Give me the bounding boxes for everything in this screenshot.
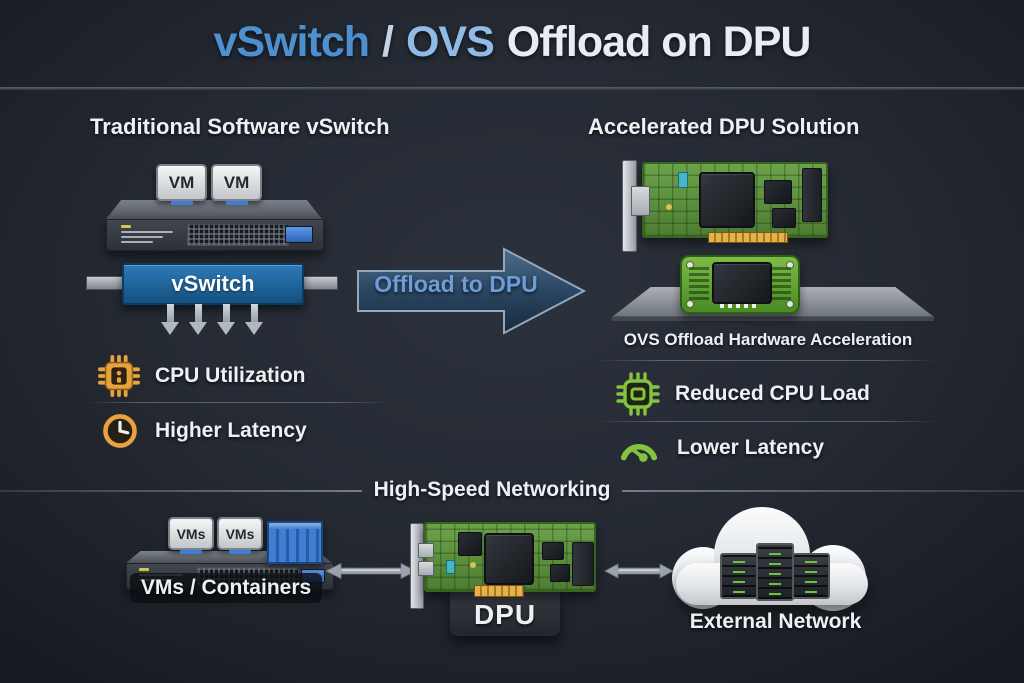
dpu-chip xyxy=(699,172,755,228)
down-arrow-icon xyxy=(161,304,179,336)
server-vent-grid xyxy=(187,224,289,246)
network-server-tower xyxy=(756,543,794,601)
module-slots xyxy=(771,266,791,300)
right-divider xyxy=(598,360,935,361)
component xyxy=(666,204,672,210)
title-part-ovs: OVS xyxy=(405,18,495,66)
tower-leds xyxy=(805,559,817,593)
bracket-port xyxy=(631,186,650,216)
vms-label: VMs xyxy=(176,525,206,542)
component xyxy=(678,172,688,188)
gold-edge-connector xyxy=(474,585,524,597)
dpu-card-top xyxy=(622,156,892,256)
feature-label: Higher Latency xyxy=(155,419,307,442)
cpu-chip-green-icon xyxy=(616,372,660,416)
bidirectional-arrow-right xyxy=(604,563,674,579)
chip xyxy=(764,180,792,204)
connector-block xyxy=(802,168,822,222)
network-server-tower xyxy=(792,553,830,599)
bracket-port xyxy=(418,543,434,558)
ovs-offload-caption: OVS Offload Hardware Acceleration xyxy=(623,330,913,349)
left-panel-heading: Traditional Software vSwitch xyxy=(90,114,390,139)
external-network-label: External Network xyxy=(689,610,862,633)
network-server-tower xyxy=(720,553,758,599)
module-slots xyxy=(689,266,709,300)
dpu-card-bottom xyxy=(406,515,596,609)
chip xyxy=(772,208,796,228)
offload-arrow-label: Offload to DPU xyxy=(374,271,538,297)
down-arrow-icon xyxy=(217,304,235,336)
hs-line-right xyxy=(622,490,1024,492)
cpu-chip-icon xyxy=(98,355,140,397)
server-panel-line xyxy=(121,231,173,233)
vm-stand xyxy=(180,550,202,554)
ovs-offload-module xyxy=(680,255,800,314)
bracket-port xyxy=(418,561,434,576)
hs-line-left xyxy=(0,490,362,492)
vm-stand xyxy=(229,550,251,554)
vm-stand xyxy=(170,201,193,205)
bidirectional-arrow-left xyxy=(325,562,417,580)
feature-label: CPU Utilization xyxy=(155,364,306,387)
vms-box-2: VMs xyxy=(217,517,263,554)
module-marks xyxy=(720,304,760,308)
hs-heading: High-Speed Networking xyxy=(373,478,611,501)
right-panel-heading: Accelerated DPU Solution xyxy=(588,114,860,139)
server-top-face xyxy=(106,200,322,219)
feature-label: Lower Latency xyxy=(677,436,825,459)
down-arrow-icon xyxy=(189,304,207,336)
module-chip xyxy=(712,262,772,304)
vm-stand xyxy=(225,201,248,205)
vms-box-1: VMs xyxy=(168,517,214,554)
feature-label: Reduced CPU Load xyxy=(675,382,870,405)
vms-label: VMs xyxy=(225,525,255,542)
chip xyxy=(458,532,482,556)
feature-higher-latency: Higher Latency xyxy=(100,410,307,452)
gold-edge-connector xyxy=(708,232,788,243)
title-separator: / xyxy=(382,18,394,66)
platform-edge xyxy=(612,316,934,321)
server-panel-line xyxy=(121,241,153,243)
gauge-icon xyxy=(620,443,658,462)
server-display-badge xyxy=(285,226,313,243)
vswitch-label: vSwitch xyxy=(171,271,255,296)
down-arrow-icon xyxy=(245,304,263,336)
server-panel-line xyxy=(121,236,163,238)
feature-cpu-utilization: CPU Utilization xyxy=(98,355,306,397)
title-divider xyxy=(0,87,1024,90)
pcb-board xyxy=(642,162,828,238)
component xyxy=(446,560,455,574)
server-led xyxy=(139,568,149,571)
clock-icon xyxy=(103,414,137,448)
title-part-offload: Offload on DPU xyxy=(506,18,812,66)
chip xyxy=(542,542,564,560)
external-network-cloud xyxy=(672,505,872,611)
vm-label: VM xyxy=(168,172,195,192)
dpu-label: DPU xyxy=(473,599,537,630)
container-icon xyxy=(267,521,323,564)
server-front-face xyxy=(106,219,324,251)
server-led xyxy=(121,225,131,228)
pcb-board xyxy=(424,522,596,592)
tower-leds xyxy=(769,549,781,595)
page-title: vSwitch / OVS Offload on DPU xyxy=(0,18,1024,67)
left-divider xyxy=(88,402,388,403)
connector-block xyxy=(572,542,594,586)
vm-box-1: VM xyxy=(156,164,207,205)
right-divider xyxy=(598,421,935,422)
chip xyxy=(550,564,570,582)
component xyxy=(470,562,476,568)
software-server xyxy=(106,200,324,252)
dpu-chip xyxy=(484,533,534,585)
vm-box-2: VM xyxy=(211,164,262,205)
feature-lower-latency: Lower Latency xyxy=(616,428,824,468)
tower-leds xyxy=(733,559,745,593)
container-lid xyxy=(269,523,321,529)
vm-label: VM xyxy=(223,172,250,192)
vms-containers-label: VMs / Containers xyxy=(130,573,322,603)
feature-reduced-cpu-load: Reduced CPU Load xyxy=(616,372,870,416)
offload-arrow xyxy=(357,247,587,335)
vswitch-bar: vSwitch xyxy=(122,263,304,305)
title-part-vswitch: vSwitch xyxy=(213,18,370,66)
